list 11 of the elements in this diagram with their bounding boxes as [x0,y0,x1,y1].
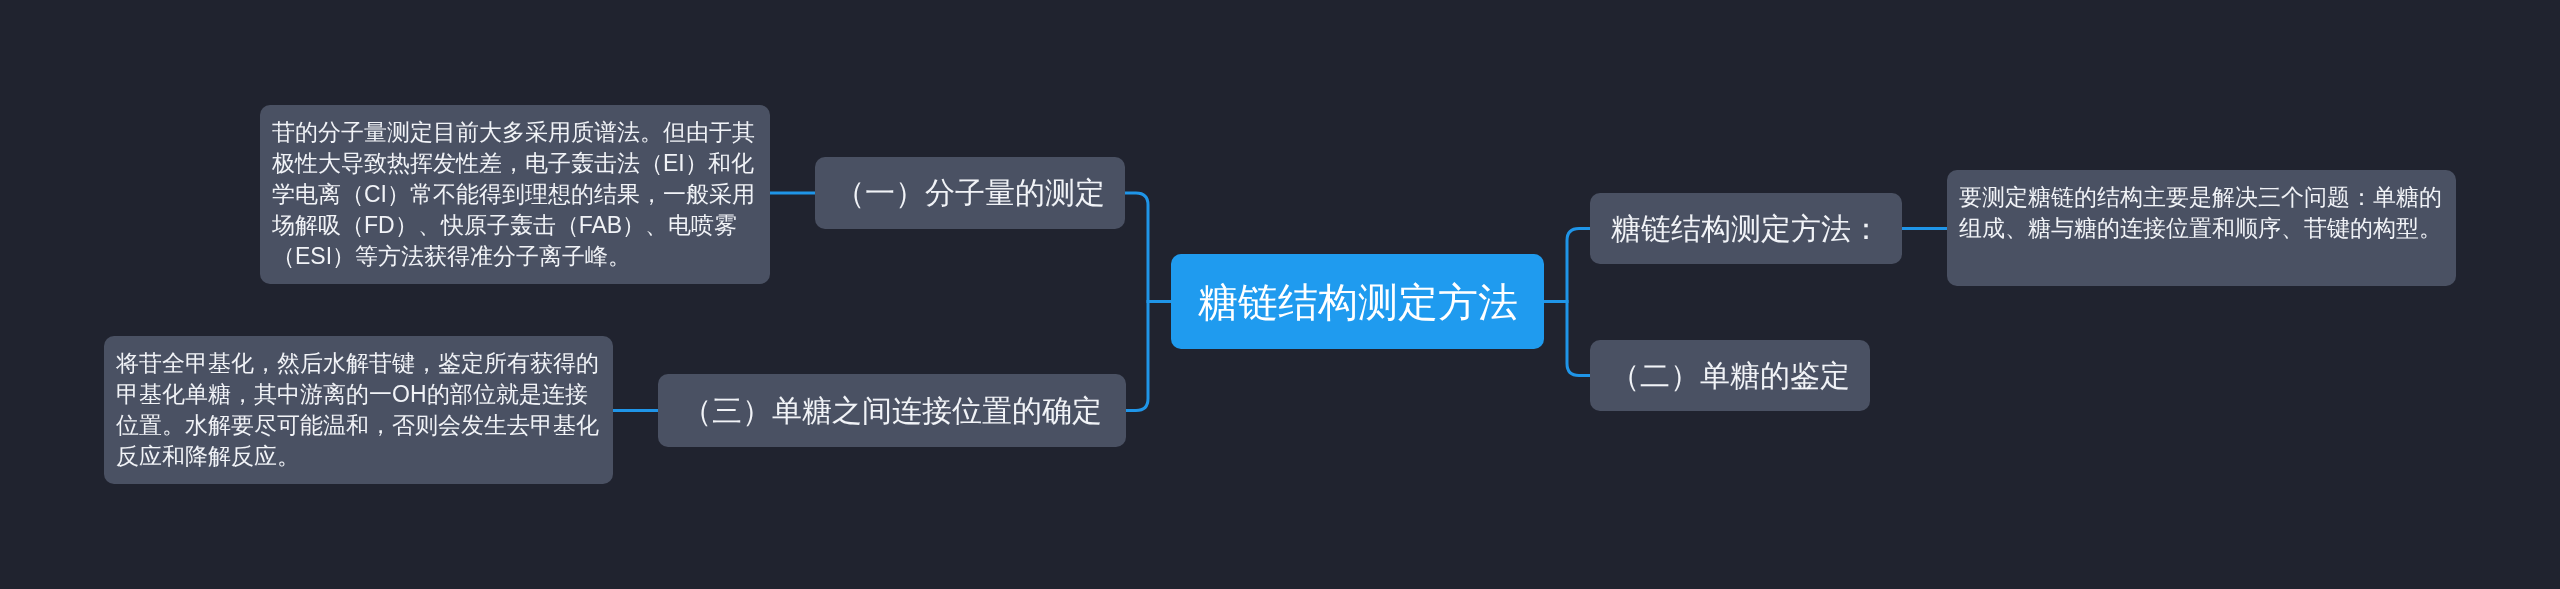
connector-line [1902,227,1947,230]
connector-line [613,409,658,412]
topic-box: （一）分子量的测定 [815,157,1125,229]
topic-box: 糖链结构测定方法： [1590,193,1902,264]
connector-line [770,191,815,195]
topic-box: （二）单糖的鉴定 [1590,340,1870,411]
topic-box: （三）单糖之间连接位置的确定 [658,374,1126,447]
note-box: 将苷全甲基化，然后水解苷键，鉴定所有获得的甲基化单糖，其中游离的一OH的部位就是连接位置。水解要尽可能温和，否则会发生去甲基化反应和降解反应。 [104,336,613,484]
note-box: 苷的分子量测定目前大多采用质谱法。但由于其极性大导致热挥发性差，电子轰击法（EI）和化学电离（CI）常不能得到理想的结果，一般采用场解吸（FD）、快原子轰击（FAB）、电喷雾（ESI）等方法获得准分子离子峰。 [260,105,770,284]
note-box: 要测定糖链的结构主要是解决三个问题：单糖的组成、糖与糖的连接位置和顺序、苷键的构型。 [1947,170,2456,286]
central-topic: 糖链结构测定方法 [1171,254,1544,349]
